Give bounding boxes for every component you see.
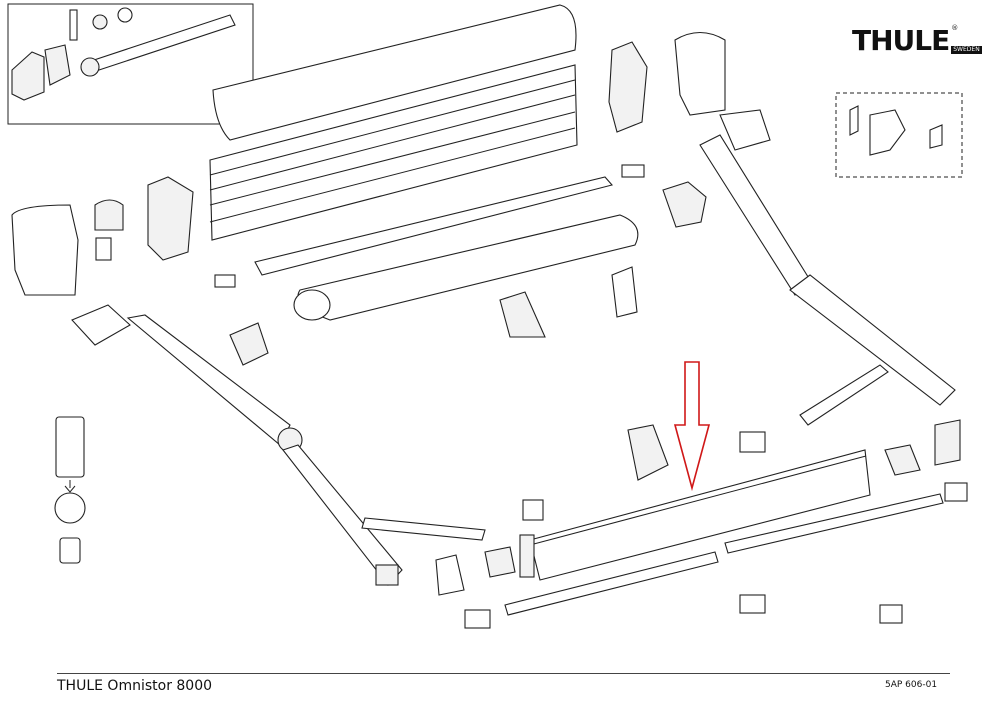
red-indicator-arrow bbox=[673, 361, 711, 492]
optional-parts-box bbox=[835, 92, 963, 178]
registered-mark: ® bbox=[951, 24, 959, 32]
thule-logo-sub: SWEDEN bbox=[951, 46, 982, 54]
front-brackets bbox=[435, 419, 968, 629]
footer-divider bbox=[57, 673, 950, 674]
main-profile bbox=[209, 64, 578, 241]
thule-logo-group: THULE ® SWEDEN bbox=[852, 24, 982, 58]
footer-code: 5AP 606-01 bbox=[885, 680, 938, 690]
footer-title: THULE Omnistor 8000 bbox=[57, 678, 213, 694]
right-end-parts bbox=[499, 31, 726, 338]
right-arm bbox=[699, 109, 956, 426]
roller-tube bbox=[293, 214, 639, 321]
tension-rails bbox=[504, 493, 944, 616]
left-end-parts bbox=[11, 176, 269, 366]
remote-control bbox=[54, 416, 86, 564]
left-arm bbox=[71, 304, 486, 586]
front-bar bbox=[519, 449, 871, 581]
inset-detail-box bbox=[7, 3, 254, 125]
fabric-strip bbox=[254, 176, 614, 276]
thule-logo: THULE bbox=[852, 24, 950, 57]
cassette-cover bbox=[212, 4, 577, 141]
thule-logo-side: ® SWEDEN bbox=[951, 24, 982, 58]
